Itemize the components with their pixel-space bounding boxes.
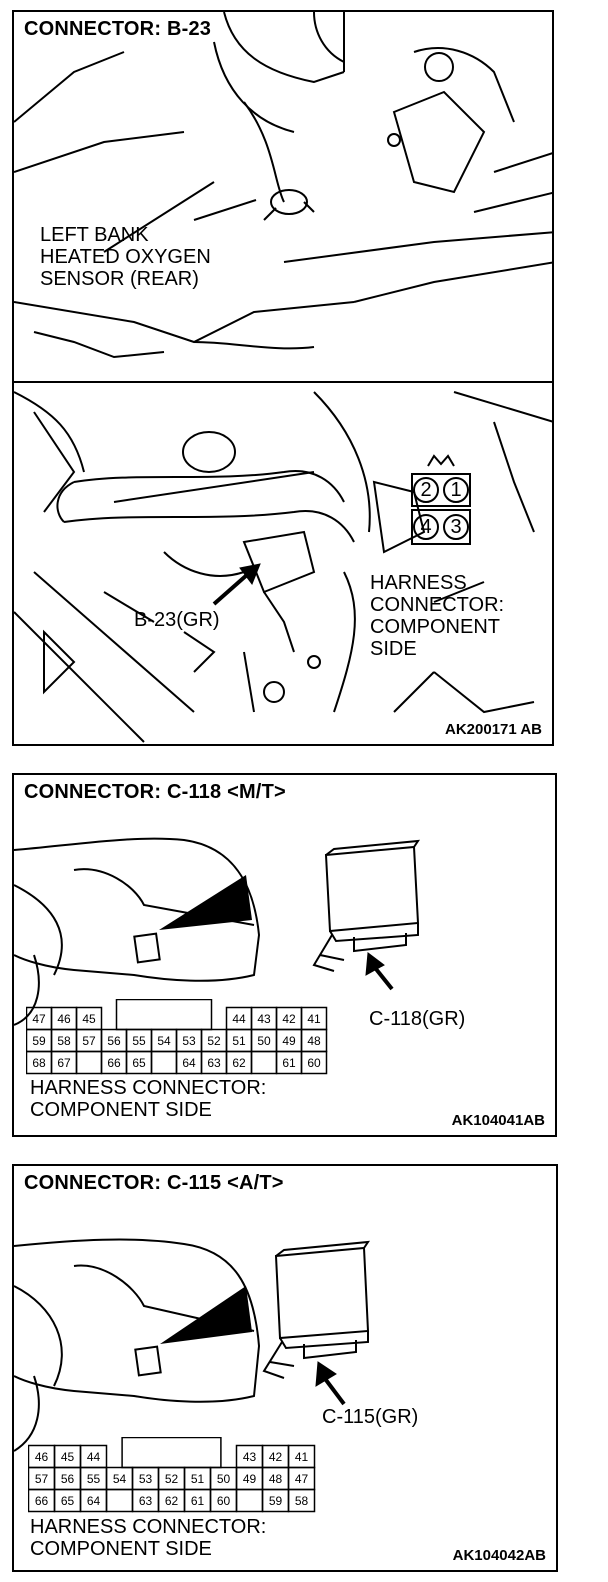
pin-number: 63 xyxy=(139,1494,153,1508)
pin-number: 48 xyxy=(269,1472,283,1486)
pin-number: 57 xyxy=(82,1034,96,1048)
pin: 4 xyxy=(420,516,432,538)
pin-number: 55 xyxy=(132,1034,146,1048)
pin-number: 59 xyxy=(269,1494,283,1508)
pin-number: 65 xyxy=(61,1494,75,1508)
empty-pin-cell xyxy=(250,1050,278,1075)
pin-number: 59 xyxy=(32,1034,46,1048)
pin-number: 56 xyxy=(61,1472,75,1486)
pin-number: 43 xyxy=(257,1012,271,1026)
pin-number: 56 xyxy=(107,1034,121,1048)
figure-code: AK104042AB xyxy=(452,1547,546,1564)
harness-label: HARNESS CONNECTOR: COMPONENT SIDE xyxy=(370,572,505,660)
pin-number: 44 xyxy=(232,1012,246,1026)
pin-number: 45 xyxy=(82,1012,96,1026)
pin-number: 50 xyxy=(217,1472,231,1486)
pin: 3 xyxy=(450,516,462,538)
dashboard-illustration-c115 xyxy=(14,1238,370,1452)
panel-title: CONNECTOR: B-23 xyxy=(24,18,212,40)
pin-number: 60 xyxy=(217,1494,231,1508)
panel-title: CONNECTOR: C-115 <A/T> xyxy=(24,1172,284,1194)
connector-pin-grid: 46 45 44 43 42 41 57 56 55 54 53 52 51 50 49 48 47 66 65 64… xyxy=(27,1436,328,1518)
empty-pin-cell xyxy=(105,1488,134,1513)
connector-key xyxy=(121,1436,222,1469)
pin-number: 58 xyxy=(295,1494,309,1508)
panel-b23: CONNECTOR: B-23 LEFT BANK HEATED OXYGEN … xyxy=(12,10,554,746)
pin-number: 61 xyxy=(282,1056,296,1070)
pin-number: 55 xyxy=(87,1472,101,1486)
pin-number: 66 xyxy=(35,1494,49,1508)
panel-title: CONNECTOR: C-118 <M/T> xyxy=(24,781,286,803)
pin: 1 xyxy=(450,479,462,501)
pin-cell xyxy=(287,1488,316,1513)
pin-number: 47 xyxy=(32,1012,46,1026)
pin-number: 52 xyxy=(165,1472,179,1486)
pin-number: 41 xyxy=(307,1012,321,1026)
connector-callout: C-118(GR) xyxy=(369,1008,466,1030)
harness-label: HARNESS CONNECTOR: COMPONENT SIDE xyxy=(30,1077,267,1121)
connector-pin-diagram: 2 1 4 3 xyxy=(406,452,476,562)
pin-number: 47 xyxy=(295,1472,309,1486)
pin-number: 68 xyxy=(32,1056,46,1070)
pin-number: 60 xyxy=(307,1056,321,1070)
pin-number: 42 xyxy=(282,1012,296,1026)
pin-number: 44 xyxy=(87,1450,101,1464)
figure-code: AK104041AB xyxy=(451,1112,545,1129)
pin-number: 64 xyxy=(182,1056,196,1070)
empty-pin-cell xyxy=(75,1050,103,1075)
dashboard-illustration-c118 xyxy=(14,837,420,1026)
pin-cell xyxy=(300,1050,328,1075)
pin-number: 53 xyxy=(139,1472,153,1486)
pin-number: 65 xyxy=(132,1056,146,1070)
pin-number: 50 xyxy=(257,1034,271,1048)
pin-number: 67 xyxy=(57,1056,71,1070)
connector-key xyxy=(115,998,213,1031)
pin-number: 42 xyxy=(269,1450,283,1464)
pin-number: 66 xyxy=(107,1056,121,1070)
pin-number: 62 xyxy=(165,1494,179,1508)
pin-number: 51 xyxy=(191,1472,205,1486)
pin-number: 48 xyxy=(307,1034,321,1048)
pin-number: 45 xyxy=(61,1450,75,1464)
pin-number: 57 xyxy=(35,1472,49,1486)
figure-code: AK200171 AB xyxy=(445,721,542,738)
empty-pin-cell xyxy=(150,1050,178,1075)
pin-number: 64 xyxy=(87,1494,101,1508)
pin-number: 62 xyxy=(232,1056,246,1070)
pin-number: 58 xyxy=(57,1034,71,1048)
pin-number: 54 xyxy=(157,1034,171,1048)
pin-number: 46 xyxy=(57,1012,71,1026)
pin-number: 52 xyxy=(207,1034,221,1048)
sensor-label: LEFT BANK HEATED OXYGEN SENSOR (REAR) xyxy=(40,224,211,290)
harness-label: HARNESS CONNECTOR: COMPONENT SIDE xyxy=(30,1516,267,1560)
pin-number: 53 xyxy=(182,1034,196,1048)
pin-number: 49 xyxy=(243,1472,257,1486)
connector-callout: B-23(GR) xyxy=(134,609,220,631)
pin-number: 61 xyxy=(191,1494,205,1508)
pin-number: 49 xyxy=(282,1034,296,1048)
pin: 2 xyxy=(420,479,432,501)
pin-number: 43 xyxy=(243,1450,257,1464)
connector-pin-grid: 47 46 45 44 43 42 41 59 58 57 56 55 54 53 52 51 50 49 48 68… xyxy=(25,998,338,1080)
connector-callout: C-115(GR) xyxy=(322,1406,419,1428)
pin-number: 51 xyxy=(232,1034,246,1048)
engine-illustration-b23 xyxy=(14,12,552,743)
empty-pin-cell xyxy=(235,1488,264,1513)
pin-number: 41 xyxy=(295,1450,309,1464)
pin-number: 63 xyxy=(207,1056,221,1070)
pin-number: 54 xyxy=(113,1472,127,1486)
pin-number: 46 xyxy=(35,1450,49,1464)
